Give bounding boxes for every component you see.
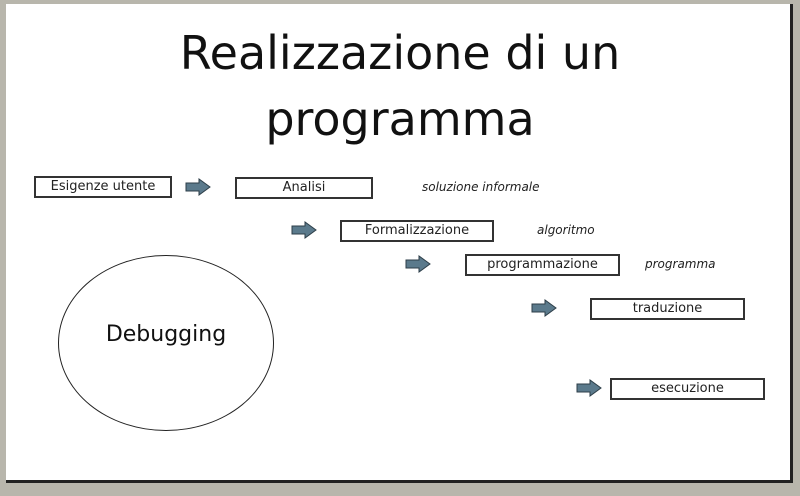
debugging-circle: Debugging	[58, 255, 274, 431]
output-programma: programma	[645, 257, 716, 271]
title-line-1: Realizzazione di un	[179, 26, 621, 80]
step-formalizzazione: Formalizzazione	[340, 220, 494, 242]
step-traduzione: traduzione	[590, 298, 745, 320]
title-line-2: programma	[265, 92, 535, 146]
debugging-label: Debugging	[105, 322, 227, 347]
arrow-icon	[291, 221, 317, 239]
output-algoritmo: algoritmo	[537, 223, 595, 237]
step-esigenze-utente: Esigenze utente	[34, 176, 172, 198]
output-soluzione-informale: soluzione informale	[422, 180, 540, 194]
arrow-icon	[185, 178, 211, 196]
arrow-icon	[405, 255, 431, 273]
step-programmazione: programmazione	[465, 254, 620, 276]
arrow-icon	[576, 379, 602, 397]
arrow-icon	[531, 299, 557, 317]
step-esecuzione: esecuzione	[610, 378, 765, 400]
step-analisi: Analisi	[235, 177, 373, 199]
